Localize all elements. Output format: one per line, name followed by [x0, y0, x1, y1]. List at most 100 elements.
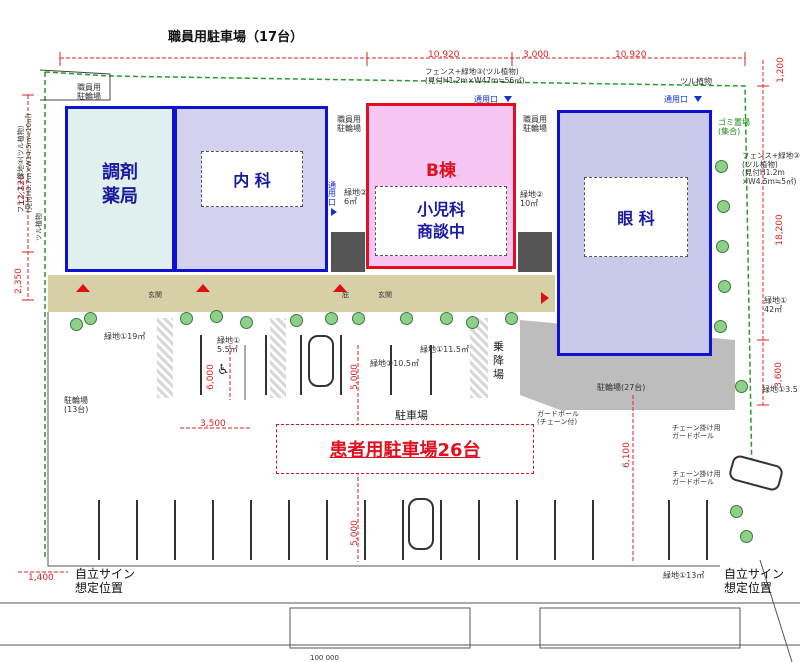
note-staff-bike-left: 職員用 駐輪場 — [77, 83, 101, 101]
note-service-door-c: 通用口 — [328, 181, 336, 207]
note-staff-bike-right: 職員用 駐輪場 — [523, 115, 547, 133]
note-fence-right: フェンス+緑地③ (ツル植物) (見付H1.2m ×W4.5m≒5㎡) — [742, 151, 800, 186]
note-bottom-cut: 100 000 — [310, 654, 339, 662]
tree — [715, 160, 728, 173]
stall-line — [402, 500, 404, 560]
stall-line — [516, 500, 518, 560]
note-green2-6: 緑地② 6㎡ — [344, 188, 368, 207]
wheelchair-icon: ♿ — [217, 362, 230, 378]
stall-line — [288, 500, 290, 560]
tree — [730, 505, 743, 518]
note-chain-pole-1: チェーン掛け用 ガードポール — [672, 424, 721, 441]
stall-line — [430, 345, 432, 395]
dim-top-left: 10,920 — [428, 50, 460, 60]
tree — [70, 318, 83, 331]
dim-aisle-b: 5,000 — [349, 364, 360, 390]
pediatrics-label: 小児科 商談中 — [416, 200, 465, 241]
ophthalmology-label: 眼 科 — [617, 209, 655, 228]
note-sign-right: 自立サイン 想定位置 — [724, 567, 785, 596]
tree — [84, 312, 97, 325]
note-fence-left: フェンス+緑地③(ツル植物) (見付H0.7m×W14.5m≒10㎡) — [16, 113, 33, 213]
tree — [716, 240, 729, 253]
note-bike-parking: 駐輪場(27台) — [597, 383, 646, 392]
car-icon — [308, 335, 334, 387]
b-wing-label: B棟 — [426, 161, 456, 181]
stall-line — [200, 335, 202, 395]
internal-medicine-label: 内 科 — [233, 171, 271, 190]
note-service-door-a: 通用口 — [474, 95, 498, 104]
note-green1-11-5: 緑地①11.5㎡ — [420, 345, 469, 354]
building-ophthalmology: 眼 科 — [557, 110, 712, 356]
stall-line — [265, 335, 267, 395]
stall-line — [592, 500, 594, 560]
dim-aisle-right: 6,100 — [621, 442, 632, 468]
dim-right-top: 1,200 — [775, 57, 786, 83]
dim-aisle-c: 5,000 — [349, 520, 360, 546]
stall-line — [136, 500, 138, 560]
note-green1-10-5: 緑地①10.5㎡ — [370, 359, 419, 368]
tree — [717, 200, 730, 213]
dim-top-right: 10,920 — [615, 50, 647, 60]
planter-right — [518, 232, 552, 272]
note-green1-5-5: 緑地① 5.5㎡ — [217, 336, 241, 355]
stall-line — [390, 345, 392, 395]
note-parking: 駐車場 — [395, 409, 428, 422]
stall-line — [440, 500, 442, 560]
pharmacy-label: 調剤 薬局 — [102, 162, 138, 208]
note-garbage: ゴミ置場 (集合) — [718, 118, 750, 137]
note-green1-19: 緑地①19㎡ — [104, 332, 146, 341]
tree — [240, 316, 253, 329]
tree — [400, 312, 413, 325]
ophthalmology-label-box: 眼 科 — [584, 177, 688, 257]
stall-line — [250, 500, 252, 560]
building-pharmacy: 調剤 薬局 — [65, 106, 175, 272]
note-staff-bike-mid: 職員用 駐輪場 — [337, 115, 361, 133]
stall-line — [364, 500, 366, 560]
note-entrance-a: 玄関 — [148, 291, 162, 299]
stall-line — [668, 500, 670, 560]
note-chain-pole-2: チェーン掛け用 ガードポール — [672, 470, 721, 487]
stall-line — [340, 335, 342, 395]
patient-parking-label-box: 患者用駐車場26台 — [276, 424, 534, 474]
note-green1-42: 緑地① 42㎡ — [764, 296, 788, 315]
tree — [714, 320, 727, 333]
stall-line — [326, 500, 328, 560]
tree — [210, 310, 223, 323]
building-internal-medicine: 内 科 — [174, 106, 328, 272]
note-entrance-b: 玄関 — [378, 291, 392, 299]
note-bike-left: 駐輪場 (13台) — [64, 396, 89, 415]
planter-left — [331, 232, 365, 272]
tree — [505, 312, 518, 325]
dim-right-main: 18,200 — [774, 214, 785, 246]
car-icon — [408, 498, 434, 550]
stall-line — [706, 500, 708, 560]
dim-bottom-left: 1,400 — [28, 573, 54, 583]
tree — [180, 312, 193, 325]
note-vine: ツル植物 — [680, 77, 712, 86]
staff-parking-title: 職員用駐車場（17台） — [168, 30, 304, 45]
note-guard-pole: ガードポール (チェーン付) — [537, 410, 579, 427]
note-green1-13: 緑地①13㎡ — [663, 571, 705, 580]
internal-medicine-label-box: 内 科 — [201, 151, 303, 207]
tree — [325, 312, 338, 325]
tree — [466, 316, 479, 329]
stall-line — [174, 500, 176, 560]
dropoff-label: 乗 降 場 — [493, 340, 504, 381]
dim-stall-width: 3,500 — [200, 419, 226, 429]
dim-top-mid: 3,000 — [523, 50, 549, 60]
note-canopy: 庇 — [342, 291, 349, 299]
dim-left-lower: 2,350 — [13, 268, 24, 294]
note-green2-10: 緑地② 10㎡ — [520, 190, 544, 209]
pediatrics-label-box: 小児科 商談中 — [375, 186, 507, 256]
building-b-wing: B棟 小児科 商談中 — [366, 103, 516, 269]
dim-aisle-a: 6,000 — [205, 364, 216, 390]
note-sign-left: 自立サイン 想定位置 — [75, 567, 136, 596]
tree — [735, 380, 748, 393]
tree — [740, 530, 753, 543]
tree — [440, 312, 453, 325]
hatched-zone-mid — [270, 318, 286, 398]
stall-line — [300, 335, 302, 395]
stall-line — [478, 500, 480, 560]
hatched-zone-right — [470, 318, 488, 398]
stall-line — [554, 500, 556, 560]
